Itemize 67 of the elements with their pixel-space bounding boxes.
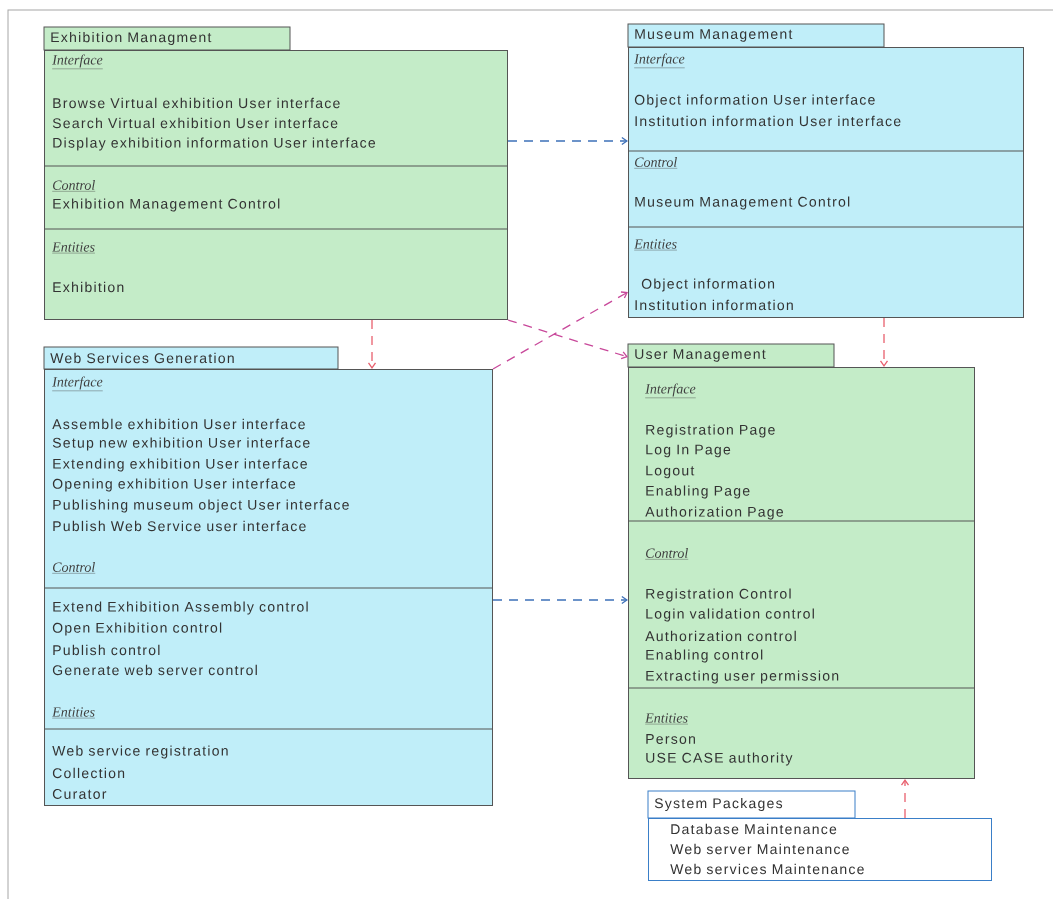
package-title: Web Services Generation [50,352,234,364]
section-heading: Interface [634,53,685,68]
list-item: Generate web server control [52,664,257,676]
list-item: Display exhibition information User interface [53,137,376,151]
package-title: User Management [635,349,766,362]
list-item: Registration Control [646,588,791,602]
section-heading: Entities [52,707,96,719]
section-heading: Control [634,157,678,169]
list-item: Object information [641,278,775,292]
list-item: Authorization Page [645,506,783,520]
list-item: Publishing museum object User interface [53,499,349,513]
list-item: USE CASE authority [646,752,793,766]
package-box [647,790,992,881]
section-heading: Control [52,180,96,192]
list-item: Web services Maintenance [670,863,864,875]
dependency-arrow [507,136,628,146]
list-item: Logout [646,465,695,479]
list-item: Exhibition [53,281,124,293]
list-item: Curator [52,789,107,799]
list-item: Collection [52,767,125,779]
list-item: Web service registration [52,745,228,759]
list-item: Browse Virtual exhibition User interface [53,97,340,109]
list-item: Log In Page [646,444,731,458]
list-item: Enabling Page [646,485,750,499]
list-item: Museum Management Control [635,196,850,210]
list-item: Opening exhibition User interface [52,478,296,492]
list-item: Extracting user permission [646,670,839,684]
section-heading: Control [645,548,689,560]
list-item: Registration Page [646,424,775,438]
dependency-arrow [507,319,628,360]
package-title: Exhibition Managment [51,31,212,45]
list-item: Publish control [53,644,160,656]
dependency-arrow [492,595,628,605]
section-heading: Entities [634,239,678,251]
list-item: Person [646,734,695,744]
list-item: Web server Maintenance [670,843,849,855]
list-item: Institution information [635,299,793,311]
list-item: Exhibition Management Control [53,198,280,212]
list-item: Object information User interface [634,94,875,108]
list-item: Publish Web Service user interface [53,520,306,532]
section-heading: Interface [52,376,103,391]
list-item: Open Exhibition control [52,622,222,636]
list-item: Database Maintenance [671,823,837,835]
package-box [43,346,493,806]
section-heading: Interface [52,54,103,69]
package-box [627,343,975,779]
package-title: Museum Management [635,29,793,42]
list-item: Search Virtual exhibition User interface [52,117,338,129]
list-item: Assemble exhibition User interface [52,418,305,430]
list-item: Login validation control [646,608,814,622]
section-heading: Entities [52,242,96,254]
package-title: System Packages [654,797,783,811]
section-heading: Control [52,562,96,574]
list-item: Institution information User interface [635,115,901,127]
dependency-arrow [492,291,628,370]
list-item: Extend Exhibition Assembly control [53,601,308,615]
list-item: Authorization control [645,630,796,642]
dependency-arrow [900,779,910,819]
list-item: Extending exhibition User interface [53,458,307,472]
dependency-arrow [367,319,377,369]
package-box [627,23,1024,318]
section-heading: Interface [645,383,696,398]
list-item: Setup new exhibition User interface [52,437,310,451]
dependency-arrow [879,317,889,367]
section-heading: Entities [645,713,689,725]
package-box [43,26,508,320]
list-item: Enabling control [646,649,763,663]
